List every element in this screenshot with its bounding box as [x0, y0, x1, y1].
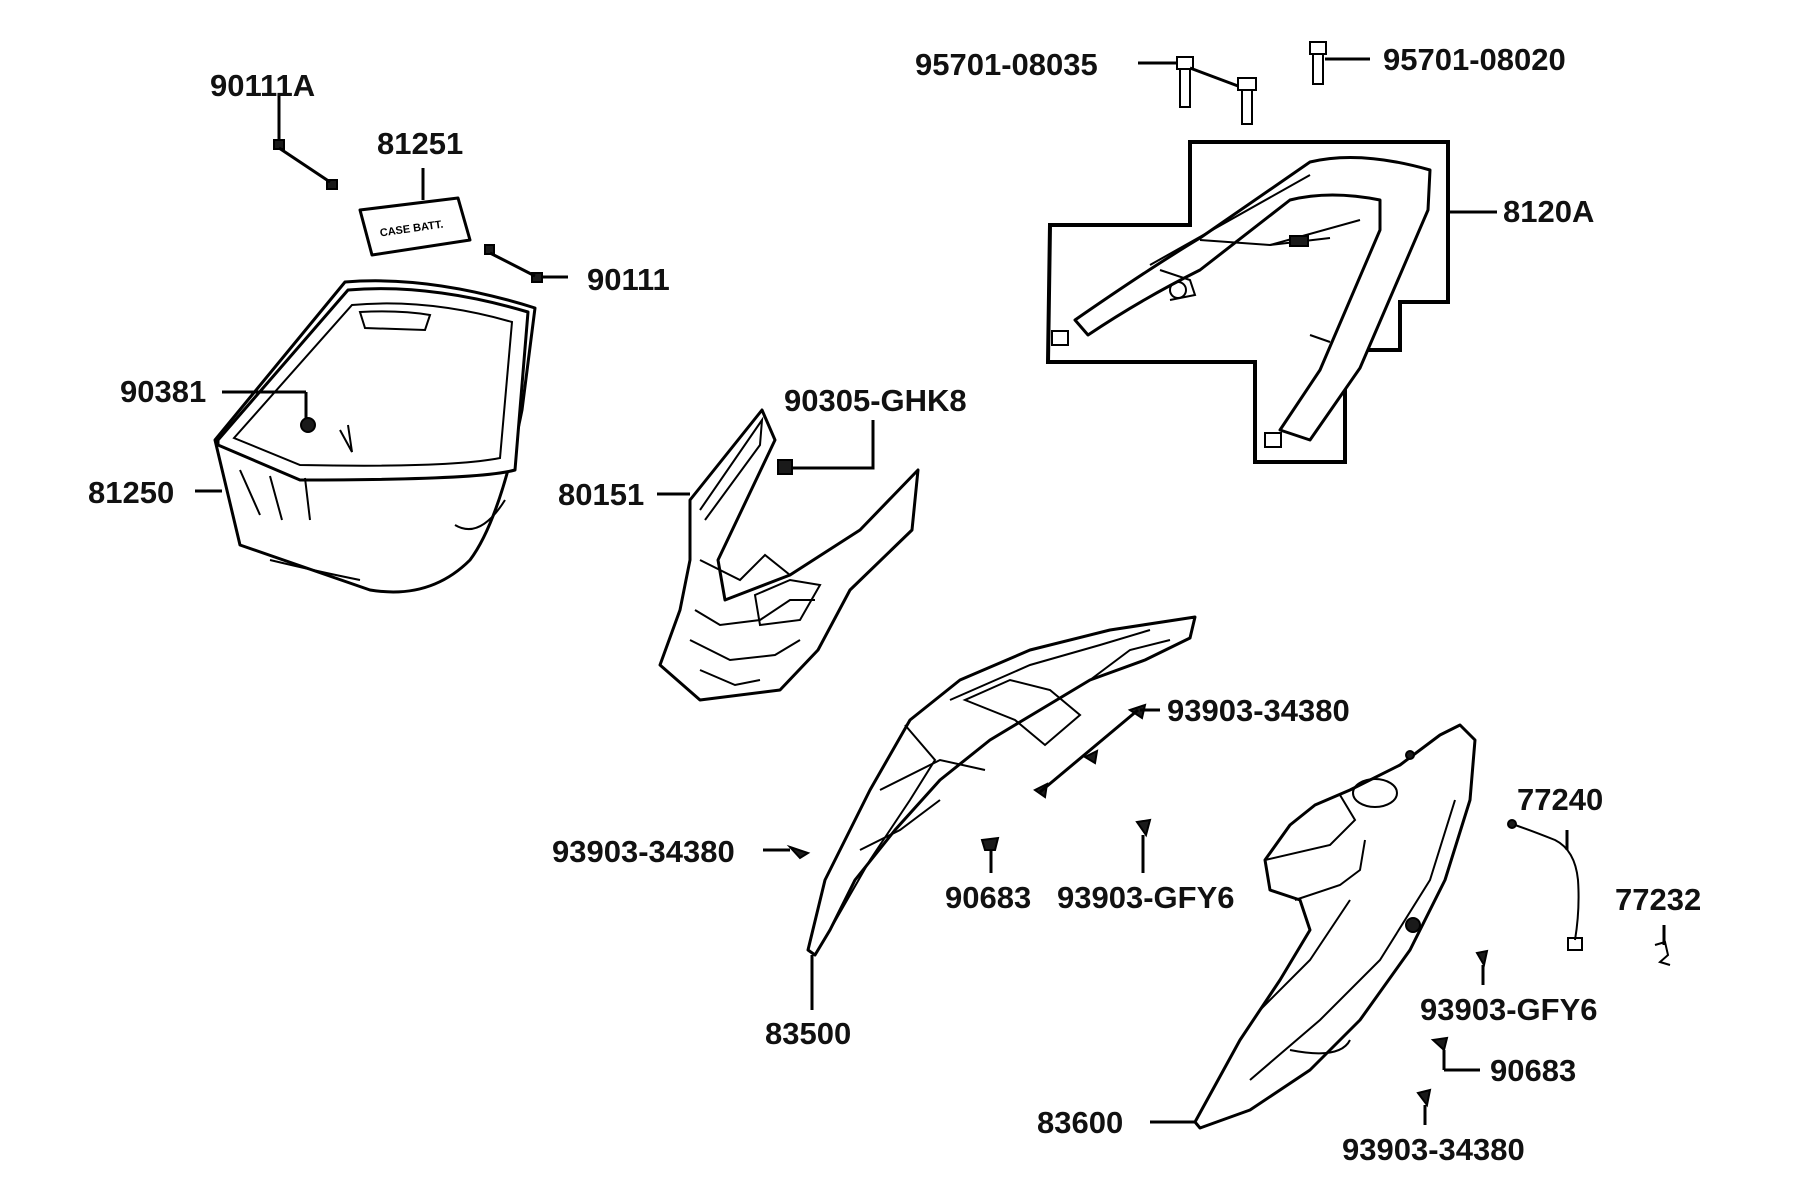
side-cover-83500 — [806, 615, 1197, 957]
label-93903-34380-c: 93903-34380 — [1342, 1132, 1525, 1167]
label-81250: 81250 — [88, 475, 174, 510]
label-90305-GHK8: 90305-GHK8 — [784, 383, 967, 418]
label-83600: 83600 — [1037, 1105, 1123, 1140]
label-90111: 90111 — [587, 262, 670, 297]
label-95701-08035: 95701-08035 — [915, 47, 1098, 82]
screw-93903-GFY6-a — [1135, 818, 1152, 873]
label-77232: 77232 — [1615, 882, 1701, 917]
battery-lid-81251: CASE BATT. — [358, 196, 472, 257]
label-8120A: 8120A — [1503, 194, 1594, 229]
screw-93903-34380-c — [1416, 1088, 1432, 1125]
label-77240: 77240 — [1517, 782, 1603, 817]
label-90683-a: 90683 — [945, 880, 1031, 915]
side-cover-83600 — [1193, 723, 1477, 1130]
screw-93903-34380-a — [1033, 703, 1160, 799]
nut-90683-b — [1430, 1036, 1480, 1072]
rear-carrier-8120A — [1051, 156, 1432, 448]
carrier-box-frame — [1045, 140, 1450, 464]
luggage-box-81250 — [213, 279, 537, 594]
bolt-95701-08020 — [1309, 41, 1370, 85]
label-80151: 80151 — [558, 477, 644, 512]
screw-90111 — [484, 244, 568, 283]
leader-90305 — [792, 420, 875, 470]
label-93903-GFY6-a: 93903-GFY6 — [1057, 880, 1235, 915]
screw-90381 — [222, 390, 316, 433]
label-81251: 81251 — [377, 126, 463, 161]
label-90683-b: 90683 — [1490, 1053, 1576, 1088]
screw-93903-GFY6-b — [1475, 949, 1489, 985]
front-cover-80151 — [658, 408, 920, 702]
clip-77232 — [1654, 925, 1671, 966]
nut-90683-a — [980, 836, 1000, 873]
wire-77240 — [1507, 819, 1583, 951]
bolt-95701-08035 — [1138, 56, 1257, 125]
label-90381: 90381 — [120, 374, 206, 409]
label-93903-34380-b: 93903-34380 — [552, 834, 735, 869]
label-93903-34380-a: 93903-34380 — [1167, 693, 1350, 728]
label-90111A: 90111A — [210, 68, 315, 103]
label-83500: 83500 — [765, 1016, 851, 1051]
screw-90111A — [273, 95, 338, 190]
screw-93903-34380-b — [763, 844, 811, 860]
label-93903-GFY6-b: 93903-GFY6 — [1420, 992, 1598, 1027]
label-95701-08020: 95701-08020 — [1383, 42, 1566, 77]
